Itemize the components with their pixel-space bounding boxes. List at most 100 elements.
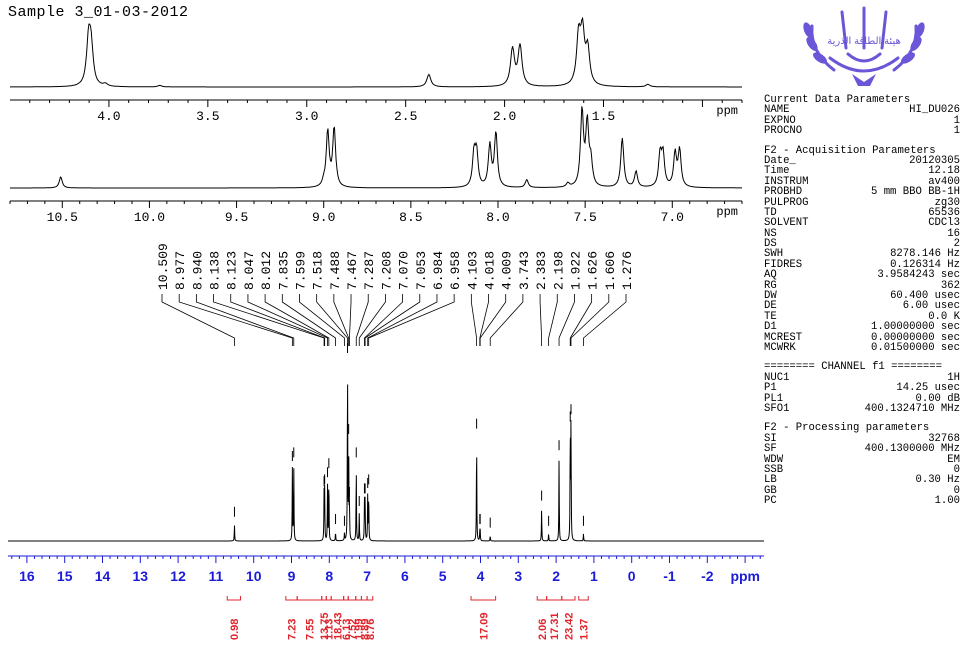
inset-tick-label: 7.5 — [573, 210, 596, 225]
inset-tick-label: 4.0 — [97, 109, 120, 124]
param-row-swh: SWH 8278.146 Hz — [764, 248, 960, 261]
param-value: 400.1300000 MHz — [864, 443, 960, 456]
inset-tick-label: 7.0 — [661, 210, 684, 225]
peak-connector — [368, 294, 455, 346]
peak-connector — [281, 294, 336, 346]
param-row-pulprog: PULPROG zg30 — [764, 196, 960, 209]
integral-bracket — [296, 596, 323, 601]
peak-label: 6.958 — [448, 251, 463, 290]
param-key: NUC1 — [764, 371, 790, 384]
param-key: SFO1 — [764, 402, 790, 415]
inset-tick-label: 2.5 — [394, 109, 417, 124]
peak-connector — [178, 294, 293, 346]
param-value: 1H — [947, 371, 960, 384]
main-trace — [8, 384, 764, 542]
param-key: MCWRK — [764, 341, 796, 354]
param-value: 0.00000000 sec — [870, 331, 960, 344]
integral-value: 0.98 — [229, 619, 241, 640]
integral-value: 23.42 — [563, 612, 575, 640]
param-key: SWH — [764, 248, 784, 261]
param-row-lb: LB 0.30 Hz — [764, 474, 960, 487]
param-row-nuc1: NUC1 1H — [764, 371, 960, 384]
peak-connector — [355, 294, 369, 346]
peak-connector — [470, 294, 478, 346]
peak-connector — [161, 294, 235, 346]
peak-label: 8.940 — [190, 251, 205, 290]
param-key: P1 — [764, 382, 777, 395]
inset-tick-label: 9.5 — [225, 210, 248, 225]
inset-tick-label: 3.5 — [196, 109, 219, 124]
peak-label: 8.123 — [225, 251, 240, 290]
integral-value: 18.43 — [332, 612, 344, 640]
param-value: 12.18 — [928, 165, 960, 178]
param-key: LB — [764, 474, 777, 487]
param-value: 362 — [940, 279, 960, 292]
param-value: 0.126314 Hz — [890, 258, 960, 271]
peak-connector — [364, 294, 403, 346]
peak-connector — [570, 294, 610, 346]
param-value: 2 — [953, 238, 960, 251]
peak-label: 4.009 — [500, 251, 515, 290]
integral-bracket — [546, 596, 563, 601]
inset-tick-label: 9.0 — [312, 210, 335, 225]
param-key: Date_ — [764, 154, 796, 167]
param-value: 400.1324710 MHz — [864, 402, 960, 415]
param-value: av400 — [928, 175, 960, 188]
integral-bracket — [343, 596, 349, 601]
peak-label: 1.276 — [620, 251, 635, 290]
peak-label: 7.599 — [293, 251, 308, 290]
peak-label: 1.606 — [603, 251, 618, 290]
param-key: DW — [764, 290, 777, 303]
inset-ppm-label: ppm — [716, 104, 738, 118]
peak-connector — [364, 294, 421, 346]
param-key: TD — [764, 206, 777, 219]
param-value: 8278.146 Hz — [890, 248, 960, 261]
inset-tick-label: 10.5 — [47, 210, 78, 225]
param-value: 0.30 Hz — [915, 474, 960, 487]
acquisition-params-heading: F2 - Acquisition Parameters — [764, 144, 936, 157]
peak-label: 6.984 — [431, 251, 446, 290]
integral-value: 2.06 — [537, 619, 549, 640]
param-value: HI_DU026 — [909, 104, 960, 117]
axis-tick-label: 13 — [133, 568, 149, 584]
param-key: PULPROG — [764, 196, 809, 209]
param-key: DE — [764, 300, 777, 313]
peak-connector — [569, 294, 593, 346]
peak-label: 8.047 — [242, 251, 257, 290]
param-value: zg30 — [934, 196, 960, 209]
integral-value: 1.99 — [354, 619, 366, 640]
axis-tick-label: 1 — [590, 568, 598, 584]
integral-bracket — [355, 596, 362, 601]
param-key: WDW — [764, 453, 784, 466]
axis-tick-label: 5 — [439, 568, 447, 584]
inset-tick-label: 8.5 — [399, 210, 422, 225]
logo-caption: هيئة الطاقة الذرية — [827, 36, 901, 47]
integral-value: 6.13 — [341, 619, 353, 640]
param-key: MCREST — [764, 331, 803, 344]
integral-bracket — [561, 596, 576, 601]
peak-connector — [558, 294, 575, 346]
axis-tick-label: 3 — [514, 568, 522, 584]
integral-value: 17.31 — [549, 612, 561, 640]
param-key: RG — [764, 279, 777, 292]
inset-tick-label: 8.0 — [486, 210, 509, 225]
integral-bracket — [536, 596, 548, 601]
inset-tick-label: 1.5 — [592, 109, 615, 124]
